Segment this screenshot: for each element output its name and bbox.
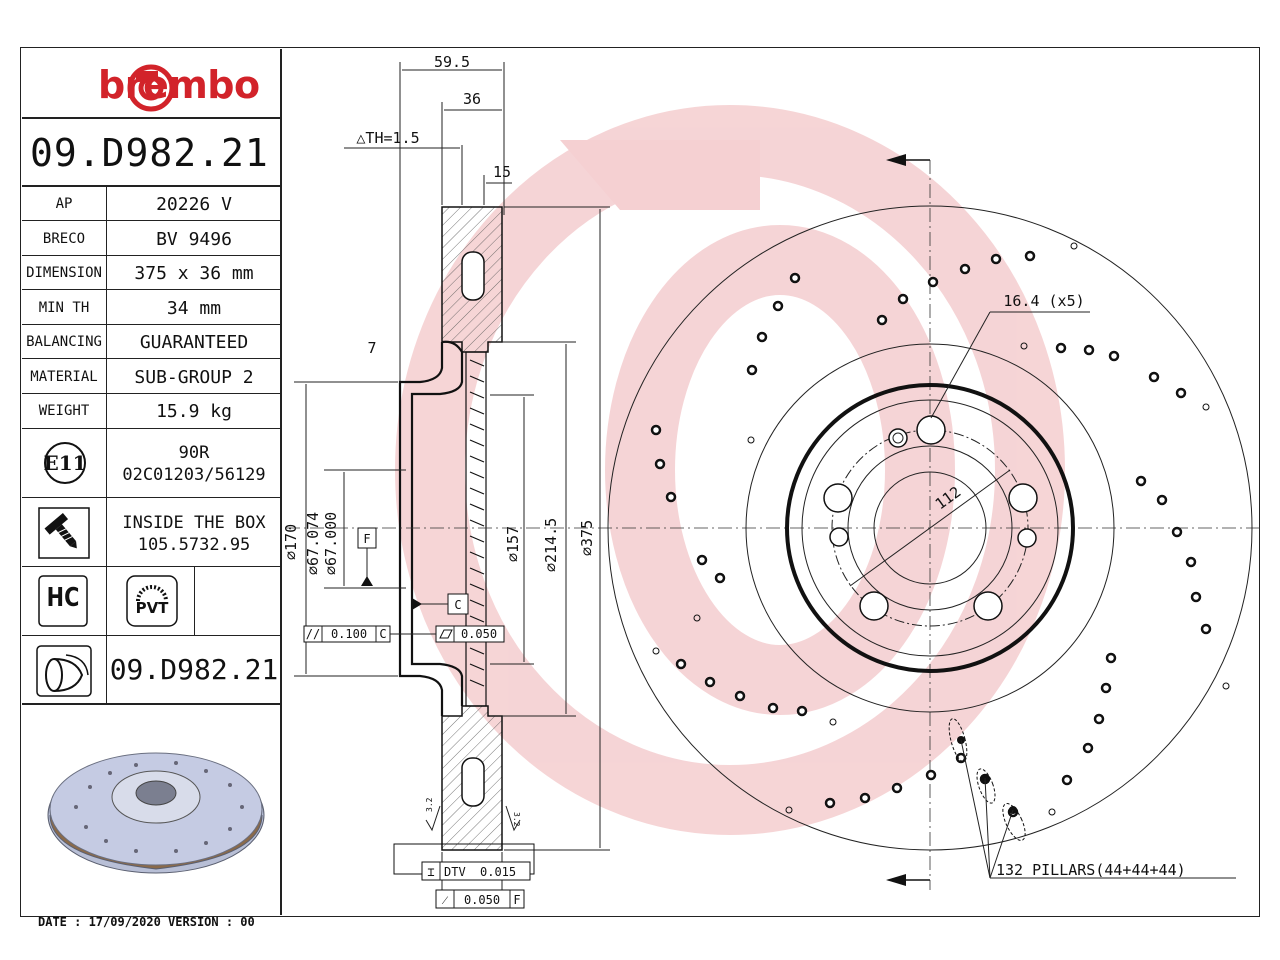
spec-label-ap: AP (55, 196, 73, 212)
section-view: 59.5 36 △TH=1.5 15 7 ⌀170 (282, 53, 1262, 909)
spec-label-material: MATERIAL (30, 369, 98, 385)
spec-label-weight: WEIGHT (38, 403, 90, 419)
spec-label-balancing: BALANCING (26, 334, 102, 350)
disc-3d-render (47, 752, 265, 874)
part-number-secondary: 09.D982.21 (109, 653, 279, 686)
front-view: 112 16.4 (x5) (607, 154, 1253, 890)
spec-label-breco: BRECO (42, 231, 86, 247)
svg-text:⌶: ⌶ (427, 865, 434, 879)
column-divider (106, 185, 107, 703)
brand-name: brembo (98, 63, 260, 107)
dtv-label: DTV (444, 865, 466, 879)
spec-label-min-th: MIN TH (38, 300, 90, 316)
pillars-label: 132 PILLARS(44+44+44) (996, 861, 1186, 879)
roughness-left: 3.2 (425, 797, 434, 812)
pvt-badge-label: PVT (135, 599, 169, 617)
tol-parallel-ref: C (379, 627, 386, 641)
drawing-frame (20, 47, 1260, 917)
dim-d67-max: ⌀67.074 (304, 512, 322, 575)
roughness-right: 3.2 (512, 812, 521, 827)
hc-badge-label: HC (46, 583, 80, 613)
inside-box-label: INSIDE THE BOX (122, 513, 266, 533)
brembo-logo-icon (127, 64, 175, 112)
bolt-hole-label: 16.4 (x5) (1003, 292, 1084, 310)
svg-text:⁄: ⁄ (441, 893, 449, 907)
footer-date-version: DATE : 17/09/2020 VERSION : 00 (38, 915, 255, 929)
bolt-screw-icon (38, 507, 90, 559)
spec-value-min-th: 34 mm (166, 298, 222, 319)
spec-value-weight: 15.9 kg (156, 401, 232, 422)
spec-label-dimension: DIMENSION (26, 265, 102, 281)
dim-d67-min: ⌀67.000 (322, 512, 340, 575)
dim-d214: ⌀214.5 (542, 518, 560, 572)
dtv-value: 0.015 (480, 865, 516, 879)
dim-overall-depth: 59.5 (434, 53, 470, 71)
disc-section-icon (36, 645, 92, 697)
approval-number: 90R (178, 443, 210, 463)
spec-value-dimension: 375 x 36 mm (134, 263, 254, 284)
divider (22, 185, 280, 187)
pvt-badge-icon (126, 575, 178, 627)
part-number-title: 09.D982.21 (30, 131, 269, 175)
spec-value-material: SUB-GROUP 2 (134, 367, 254, 388)
dim-flange: 15 (493, 163, 511, 181)
inside-box-part: 105.5732.95 (137, 535, 251, 555)
dim-d375: ⌀375 (578, 520, 596, 556)
spec-value-ap: 20226 V (156, 194, 232, 215)
dim-hat-offset: 7 (367, 339, 376, 357)
info-panel: brembo 09.D982.21 AP 20226 V BRECO BV 94… (22, 49, 282, 915)
datum-f-label: F (363, 532, 370, 546)
datum-c-label: C (454, 598, 461, 612)
spec-value-balancing: GUARANTEED (139, 332, 249, 353)
dim-d170: ⌀170 (282, 524, 300, 560)
tol-parallel-value: 0.100 (331, 627, 367, 641)
dim-thickness: 36 (463, 90, 481, 108)
e-approval-mark-icon (44, 442, 86, 484)
runout-value: 0.050 (464, 893, 500, 907)
dim-delta-th: △TH=1.5 (356, 129, 419, 147)
pcd-label: 112 (932, 483, 964, 513)
divider (22, 117, 280, 119)
svg-text://: // (306, 627, 320, 641)
tol-flatness-value: 0.050 (461, 627, 497, 641)
dim-d157: ⌀157 (504, 526, 522, 562)
e-approval-code: E11 (43, 451, 87, 475)
runout-ref: F (513, 893, 520, 907)
approval-certificate: 02C01203/56129 (122, 465, 266, 485)
hc-badge-icon (38, 575, 88, 627)
spec-value-breco: BV 9496 (156, 229, 232, 250)
